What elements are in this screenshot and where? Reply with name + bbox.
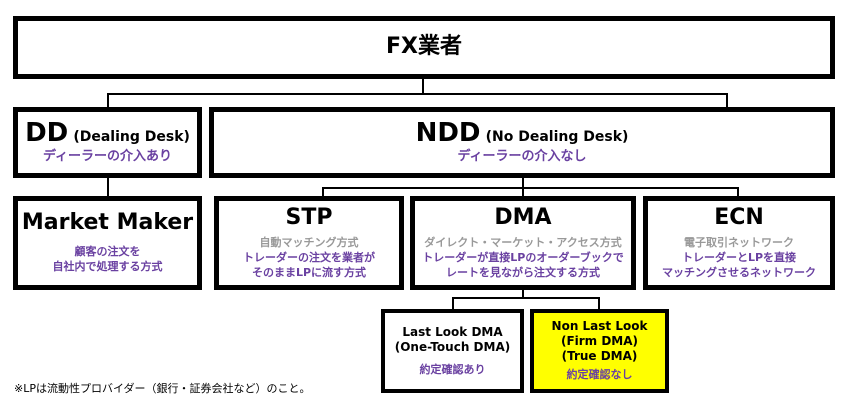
node-dd: DD (Dealing Desk) ディーラーの介入あり xyxy=(13,107,202,178)
node-market-maker: Market Maker 顧客の注文を 自社内で処理する方式 xyxy=(13,196,202,290)
last-look-description: 約定確認あり xyxy=(419,362,486,376)
ecn-title: ECN xyxy=(714,204,764,230)
connector-dma-down xyxy=(522,288,524,298)
connector-to-non-last-look xyxy=(598,297,600,311)
root-node-fx-broker: FX業者 xyxy=(13,16,835,79)
market-maker-line1: 顧客の注文を xyxy=(74,245,141,259)
non-last-look-line2: (Firm DMA) xyxy=(560,334,639,349)
node-ecn: ECN 電子取引ネットワーク トレーダーとLPを直接 マッチングさせるネットワー… xyxy=(643,196,835,290)
ndd-subtitle: (No Dealing Desk) xyxy=(485,129,629,146)
dd-subtitle: (Dealing Desk) xyxy=(73,129,190,146)
dma-line2: レートを見ながら注文する方式 xyxy=(446,265,600,279)
ecn-line2: マッチングさせるネットワーク xyxy=(662,265,816,279)
connector-to-ecn xyxy=(737,187,739,198)
connector-ndd-down xyxy=(522,176,524,188)
dd-heading: DD (Dealing Desk) xyxy=(25,119,190,148)
connector-dma-horizontal xyxy=(452,297,600,299)
market-maker-line2: 自社内で処理する方式 xyxy=(52,260,163,274)
last-look-line2: (One-Touch DMA) xyxy=(394,339,511,354)
connector-ndd-horizontal xyxy=(322,187,739,189)
ndd-heading: NDD (No Dealing Desk) xyxy=(416,119,629,148)
connector-to-dma xyxy=(522,187,524,198)
last-look-line1: Last Look DMA xyxy=(402,324,503,339)
dd-description: ディーラーの介入あり xyxy=(42,149,173,165)
node-ndd: NDD (No Dealing Desk) ディーラーの介入なし xyxy=(209,107,835,178)
connector-to-dd xyxy=(107,93,109,109)
ecn-gray-label: 電子取引ネットワーク xyxy=(684,235,794,249)
non-last-look-line3: (True DMA) xyxy=(561,349,638,364)
node-last-look-dma: Last Look DMA (One-Touch DMA) 約定確認あり xyxy=(381,309,524,393)
ndd-title: NDD xyxy=(415,118,481,149)
non-last-look-description: 約定確認なし xyxy=(566,368,633,382)
stp-line2: そのままLPに流す方式 xyxy=(251,265,367,279)
connector-dd-to-mm xyxy=(107,176,109,198)
connector-top-horizontal xyxy=(107,93,728,95)
node-dma: DMA ダイレクト・マーケット・アクセス方式 トレーダーが直接LPのオーダーブッ… xyxy=(410,196,636,290)
node-non-last-look: Non Last Look (Firm DMA) (True DMA) 約定確認… xyxy=(530,309,669,393)
connector-to-last-look xyxy=(452,297,454,311)
footnote: ※LPは流動性プロバイダー（銀行・証券会社など）のこと。 xyxy=(14,382,311,395)
root-title: FX業者 xyxy=(386,34,462,60)
node-stp: STP 自動マッチング方式 トレーダーの注文を業者が そのままLPに流す方式 xyxy=(214,196,404,290)
market-maker-title: Market Maker xyxy=(21,210,194,236)
connector-to-stp xyxy=(322,187,324,198)
stp-gray-label: 自動マッチング方式 xyxy=(259,235,359,249)
ndd-description: ディーラーの介入なし xyxy=(457,149,587,165)
connector-to-ndd xyxy=(726,93,728,109)
connector-root-down xyxy=(422,77,424,94)
dd-title: DD xyxy=(25,118,69,149)
stp-line1: トレーダーの注文を業者が xyxy=(243,250,375,264)
dma-line1: トレーダーが直接LPのオーダーブックで xyxy=(422,250,624,264)
stp-title: STP xyxy=(285,204,333,230)
ecn-line1: トレーダーとLPを直接 xyxy=(681,250,797,264)
dma-title: DMA xyxy=(494,204,552,230)
dma-gray-label: ダイレクト・マーケット・アクセス方式 xyxy=(424,235,622,249)
non-last-look-line1: Non Last Look xyxy=(551,319,648,334)
